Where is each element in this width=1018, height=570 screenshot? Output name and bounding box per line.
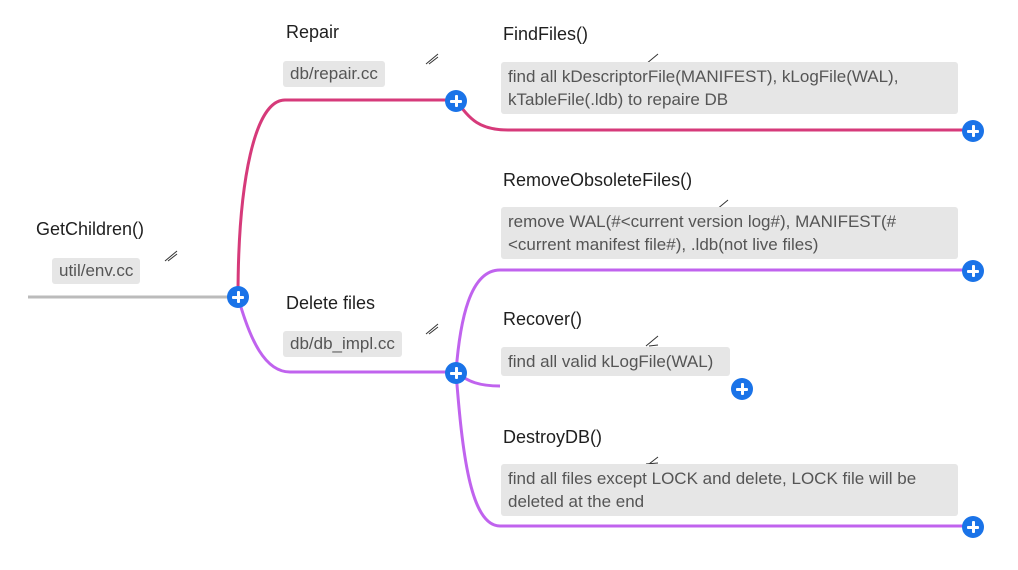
- root-expand-plus-icon[interactable]: [227, 286, 249, 308]
- edge-root-delete: [236, 296, 456, 374]
- findfiles-expand-plus-icon[interactable]: [962, 120, 984, 142]
- edge-delete-destroydb: [454, 371, 972, 528]
- delete-files-title[interactable]: Delete files: [286, 293, 376, 313]
- delete-files-file-tag: db/db_impl.cc: [283, 331, 402, 357]
- findfiles-title[interactable]: FindFiles(): [503, 24, 589, 44]
- destroydb-note: find all files except LOCK and delete, L…: [501, 464, 958, 516]
- repair-expand-plus-icon[interactable]: [445, 90, 467, 112]
- root-title[interactable]: GetChildren(): [36, 219, 145, 239]
- removeobsoletefiles-title[interactable]: RemoveObsoleteFiles(): [503, 170, 693, 190]
- pencil-mark-icon: [645, 335, 659, 347]
- recover-note: find all valid kLogFile(WAL): [501, 347, 730, 376]
- repair-title[interactable]: Repair: [286, 22, 340, 42]
- destroydb-title[interactable]: DestroyDB(): [503, 427, 603, 447]
- pencil-mark-icon: [425, 323, 439, 335]
- removeobsoletefiles-note: remove WAL(#<current version log#), MANI…: [501, 207, 958, 259]
- edge-delete-removeobsolete: [454, 268, 972, 373]
- delete-files-expand-plus-icon[interactable]: [445, 362, 467, 384]
- root-file-tag: util/env.cc: [52, 258, 141, 284]
- pencil-mark-icon: [645, 456, 659, 465]
- findfiles-note: find all kDescriptorFile(MANIFEST), kLog…: [501, 62, 958, 114]
- destroydb-expand-plus-icon[interactable]: [962, 516, 984, 538]
- edge-root-repair: [236, 98, 456, 298]
- removeobsoletefiles-expand-plus-icon[interactable]: [962, 260, 984, 282]
- pencil-mark-icon: [425, 53, 439, 65]
- recover-expand-plus-icon[interactable]: [731, 378, 753, 400]
- recover-title[interactable]: Recover(): [503, 309, 583, 329]
- repair-file-tag: db/repair.cc: [283, 61, 385, 87]
- pencil-mark-icon: [164, 250, 178, 262]
